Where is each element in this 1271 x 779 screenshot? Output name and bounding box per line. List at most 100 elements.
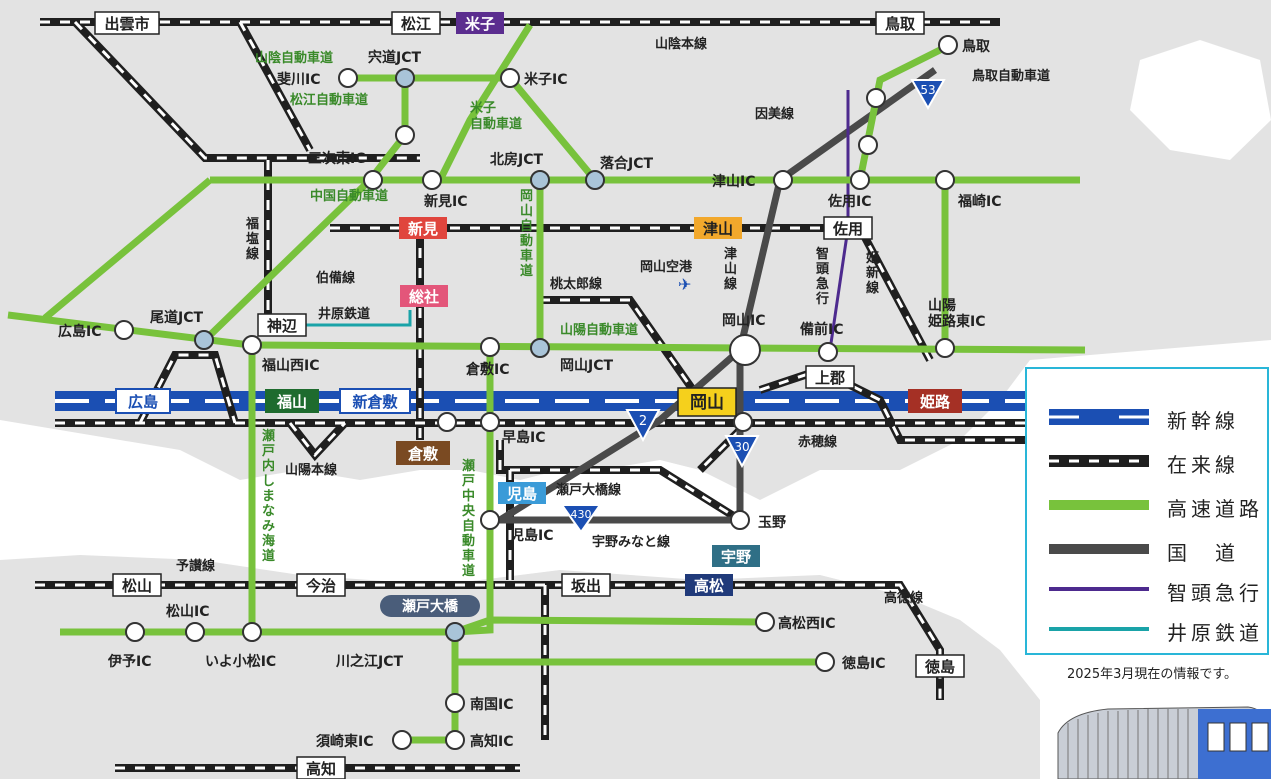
station-okayama: 岡山	[677, 387, 737, 417]
svg-text:北房JCT: 北房JCT	[490, 151, 543, 168]
svg-text:山陽本線: 山陽本線	[285, 462, 338, 478]
svg-text:瀬戸内しまなみ海道: 瀬戸内しまなみ海道	[262, 428, 275, 564]
node-miyoshi	[363, 170, 383, 190]
svg-text:智頭急行: 智頭急行	[815, 246, 830, 307]
svg-text:倉敷: 倉敷	[407, 445, 439, 463]
svg-text:早島IC: 早島IC	[502, 429, 545, 446]
svg-text:高松: 高松	[694, 577, 724, 595]
node-okayama-south	[733, 412, 753, 432]
node-bizen	[818, 342, 838, 362]
node-takamatsu-nishi	[755, 612, 775, 632]
svg-text:松江自動車道: 松江自動車道	[290, 92, 368, 108]
station-kamube: 神辺	[257, 313, 307, 337]
shield-30: 30	[724, 435, 760, 469]
legend-row-shinkansen: 新幹線	[1027, 397, 1267, 437]
legend-sample-chizu	[1049, 587, 1149, 591]
station-kochi: 高知	[296, 756, 346, 779]
svg-text:伯備線: 伯備線	[316, 270, 356, 286]
node-kochi-ic	[445, 730, 465, 750]
node-fukuyama-nishi	[242, 335, 262, 355]
svg-text:児島: 児島	[506, 485, 537, 503]
svg-text:53: 53	[920, 83, 935, 97]
station-kurashiki: 倉敷	[396, 441, 450, 465]
svg-text:宇野: 宇野	[721, 548, 751, 566]
airplane-icon: ✈	[678, 275, 691, 294]
svg-text:斐川IC: 斐川IC	[277, 71, 320, 88]
shinkansen-stations: 広島 新倉敷	[115, 388, 411, 414]
line-labels: 山陰本線 山陰自動車道 松江自動車道 米子自動車道 鳥取自動車道 因美線 中国自…	[176, 36, 1050, 606]
svg-text:佐用IC: 佐用IC	[827, 193, 871, 210]
node-hiroshima-ic	[114, 320, 134, 340]
svg-text:山陽自動車道: 山陽自動車道	[560, 322, 638, 338]
svg-text:鳥取自動車道: 鳥取自動車道	[972, 68, 1050, 84]
seto-ohashi-bridge: 瀬戸大橋	[380, 595, 480, 617]
svg-text:赤穂線: 赤穂線	[798, 434, 838, 450]
svg-text:岡山JCT: 岡山JCT	[560, 358, 613, 374]
svg-text:鳥取: 鳥取	[885, 15, 916, 33]
svg-text:2: 2	[639, 414, 647, 429]
node-matsuyama-ic	[185, 622, 205, 642]
svg-text:30: 30	[734, 440, 749, 454]
svg-text:福山: 福山	[276, 393, 307, 411]
node-kojima-ic	[480, 510, 500, 530]
legend-row-chizu: 智頭急行	[1027, 569, 1267, 609]
node-niimi-ic	[422, 170, 442, 190]
svg-text:山陽姫路東IC: 山陽姫路東IC	[928, 297, 985, 330]
svg-text:広島: 広島	[128, 393, 158, 411]
node-onomichi	[194, 330, 214, 350]
legend-row-ibara: 井原鉄道	[1027, 609, 1267, 649]
node-kawanoe	[445, 622, 465, 642]
node-kurashiki-ic	[480, 337, 500, 357]
svg-text:出雲市: 出雲市	[104, 15, 149, 33]
svg-text:徳島IC: 徳島IC	[841, 655, 885, 672]
svg-text:瀬戸中央自動車道: 瀬戸中央自動車道	[462, 458, 476, 579]
svg-text:伊予IC: 伊予IC	[107, 653, 151, 670]
node-tsuyama-ic	[773, 170, 793, 190]
svg-text:桃太郎線: 桃太郎線	[550, 276, 603, 292]
legend-sample-shinkansen	[1049, 409, 1149, 425]
svg-text:上郡: 上郡	[815, 369, 845, 387]
station-takamatsu: 高松	[685, 574, 733, 596]
svg-text:新見: 新見	[408, 220, 438, 238]
station-soja: 総社	[400, 285, 448, 307]
svg-text:神辺: 神辺	[267, 317, 298, 335]
station-hiroshima: 広島	[115, 388, 171, 414]
svg-text:宇野みなと線: 宇野みなと線	[592, 534, 671, 550]
svg-text:高徳線: 高徳線	[884, 590, 924, 606]
station-matsue: 松江	[391, 11, 441, 35]
svg-text:須崎東IC: 須崎東IC	[315, 733, 373, 750]
svg-text:津山IC: 津山IC	[712, 173, 755, 190]
node-tottori	[938, 35, 958, 55]
legend-row-rail: 在来線	[1027, 441, 1267, 481]
svg-text:いよ小松IC: いよ小松IC	[205, 653, 276, 670]
node-fukusaki	[935, 170, 955, 190]
legend-label-ibara: 井原鉄道	[1167, 621, 1263, 645]
node-iyokomatsu	[242, 622, 262, 642]
station-shinkurashiki: 新倉敷	[339, 388, 411, 414]
station-sakuyo: 佐用	[823, 216, 873, 240]
svg-text:総社: 総社	[409, 288, 439, 306]
boxed-stations: 出雲市 松江 鳥取 神辺 佐用 上郡 松山 今治 坂出 徳島 高知	[94, 11, 965, 779]
node-nangoku	[445, 693, 465, 713]
legend: 新幹線 在来線 高速道路 国 道 智頭急行 井原鉄道	[1025, 367, 1269, 655]
station-himeji: 姫路	[908, 389, 962, 413]
land-shikoku	[0, 555, 1040, 779]
svg-text:津山: 津山	[703, 220, 733, 238]
station-tottori: 鳥取	[875, 11, 925, 35]
svg-text:玉野: 玉野	[758, 515, 786, 531]
node-tottori-mid	[866, 88, 886, 108]
station-imabari: 今治	[296, 573, 346, 597]
svg-text:坂出: 坂出	[571, 577, 601, 595]
svg-text:岡山: 岡山	[690, 393, 724, 413]
legend-label-chizu: 智頭急行	[1167, 581, 1263, 605]
svg-text:福崎IC: 福崎IC	[957, 193, 1001, 210]
legend-sample-expressway	[1049, 500, 1149, 510]
svg-text:瀬戸大橋線: 瀬戸大橋線	[556, 482, 622, 498]
legend-label-expressway: 高速道路	[1167, 497, 1263, 521]
node-matsue-exp	[395, 125, 415, 145]
node-yonago-ic	[500, 68, 520, 88]
svg-text:福塩線: 福塩線	[245, 216, 260, 262]
svg-text:尾道JCT: 尾道JCT	[150, 309, 203, 326]
